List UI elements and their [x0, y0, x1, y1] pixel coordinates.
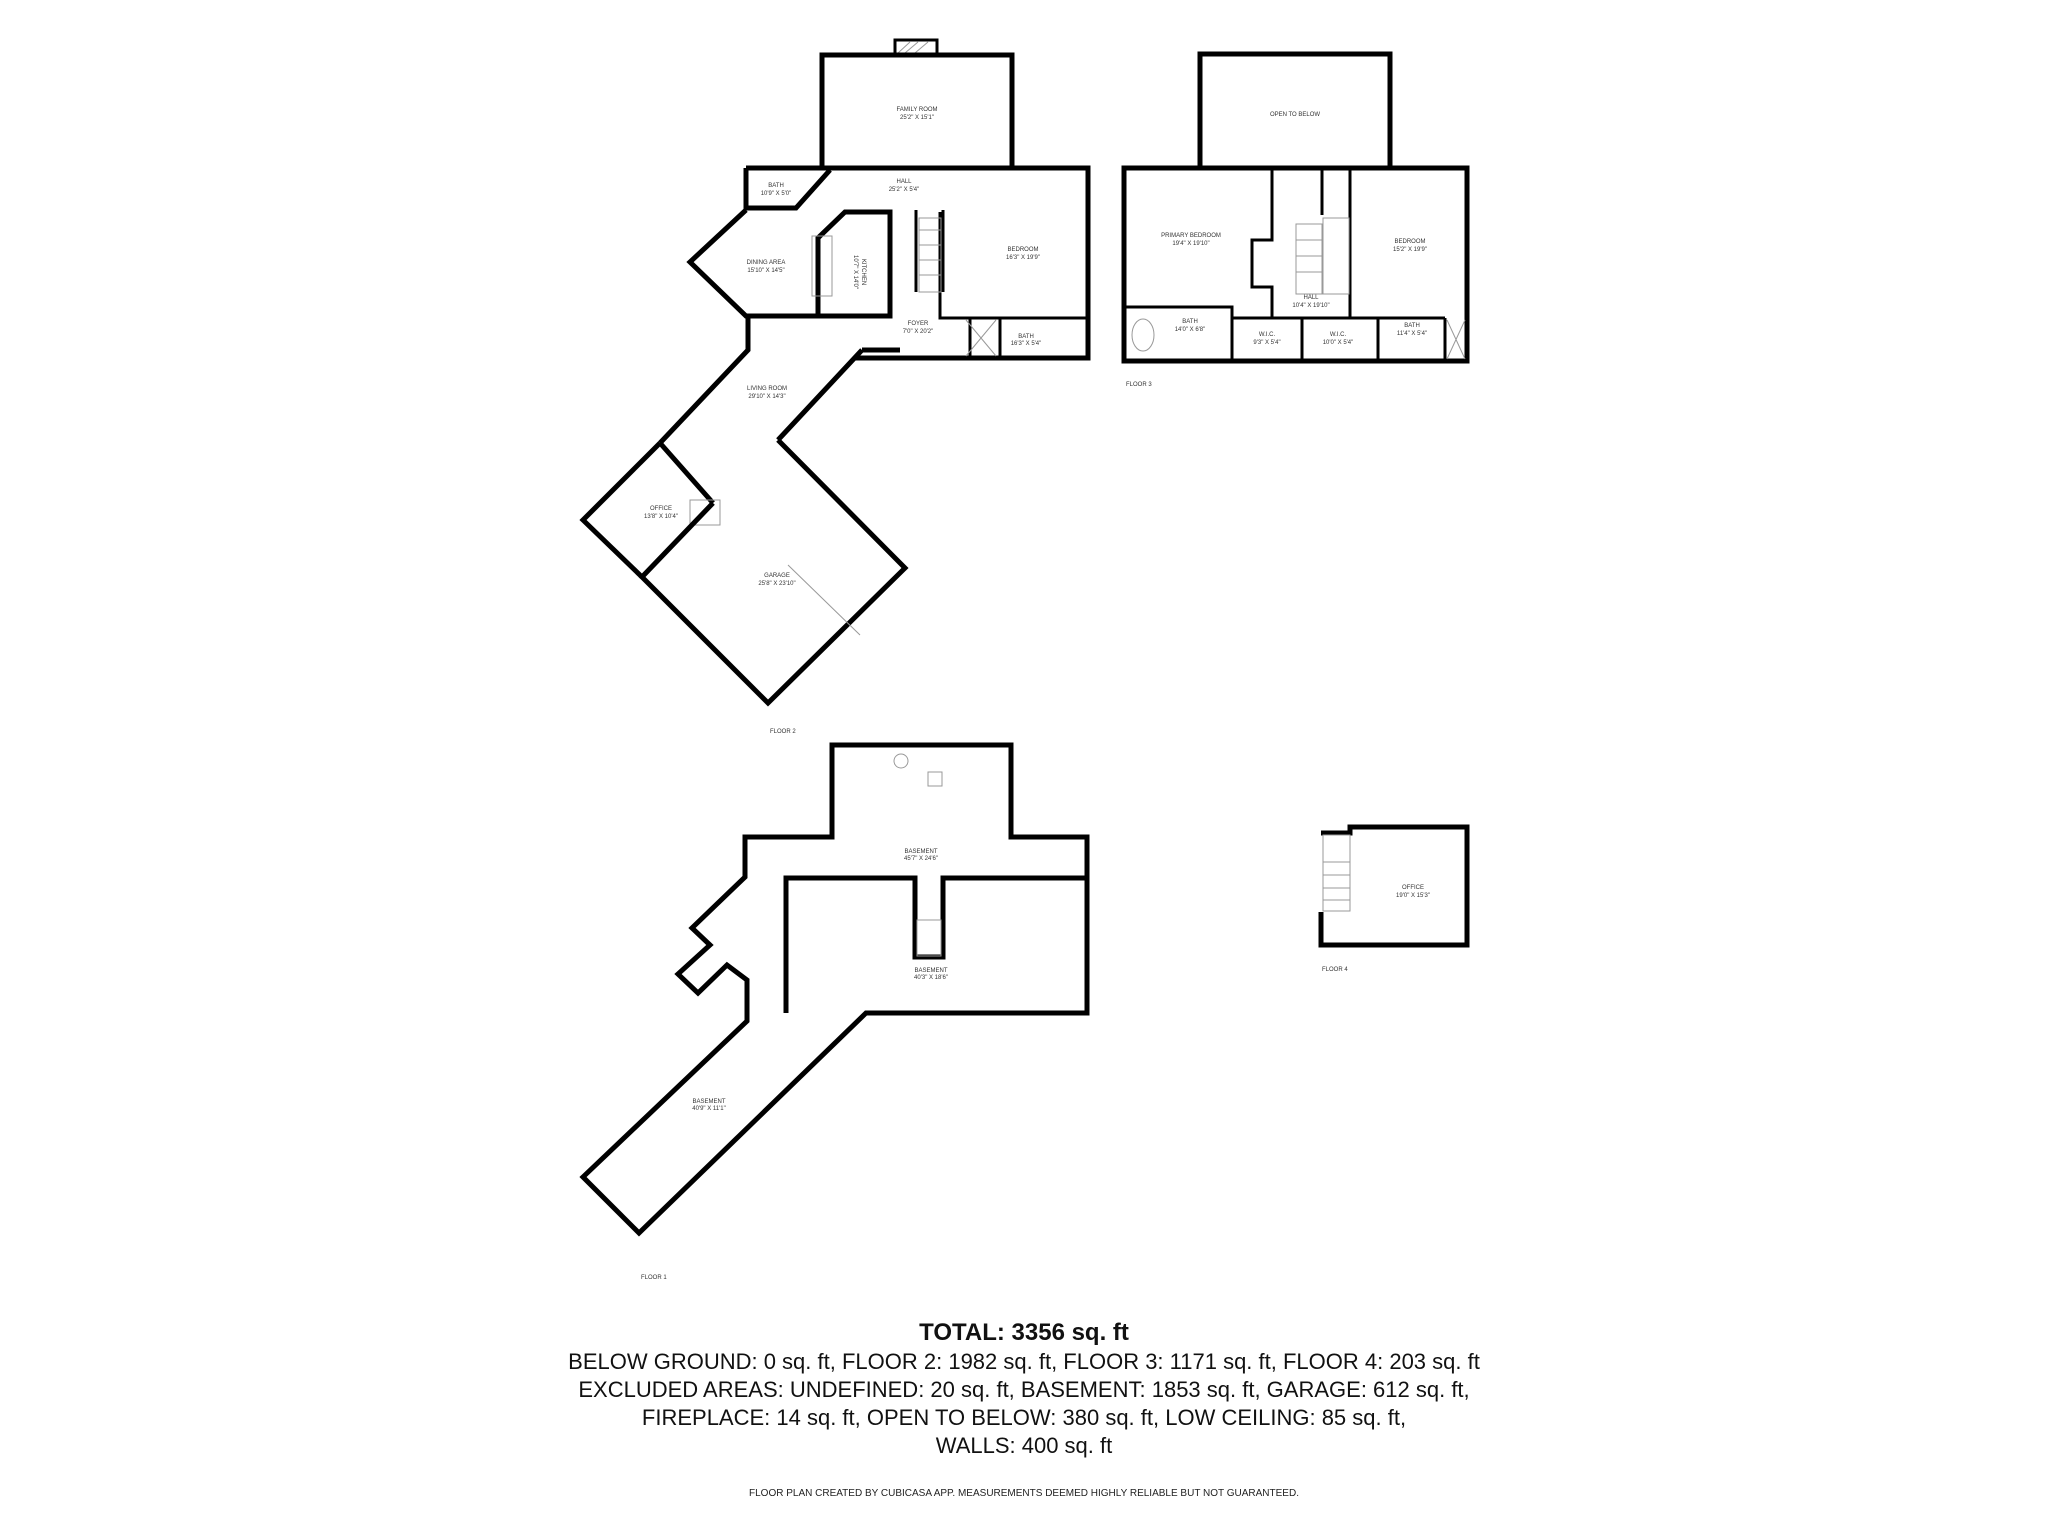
room-dims: 10'0" X 5'4"	[1323, 340, 1354, 346]
room-dims: 11'4" X 5'4"	[1397, 331, 1427, 337]
floor-4-plan	[1318, 824, 1470, 948]
floor-label: FLOOR 4	[1322, 967, 1348, 973]
room-label: BATH	[1404, 323, 1420, 329]
total-area: TOTAL: 3356 sq. ft	[919, 1319, 1129, 1346]
living-room-walls	[658, 316, 900, 445]
room-dims: 25'2" X 5'4"	[889, 187, 920, 193]
room-dims: 45'7" X 24'6"	[904, 856, 938, 862]
room-dims: 7'0" X 20'2"	[903, 329, 934, 335]
room-label: HALL	[896, 179, 912, 185]
room-dims: 19'4" X 19'10"	[1172, 241, 1209, 247]
room-label: OPEN TO BELOW	[1270, 112, 1320, 118]
room-dims: 19'0" X 15'3"	[1396, 893, 1430, 899]
room-dims: 10'4" X 19'10"	[1292, 303, 1329, 309]
area-line: WALLS: 400 sq. ft	[935, 1433, 1113, 1458]
room-dims: 16'3" X 19'9"	[1006, 255, 1040, 261]
room-dims: 14'0" X 6'8"	[1175, 327, 1206, 333]
room-dims: 13'8" X 10'4"	[644, 514, 678, 520]
room-label: GARAGE	[764, 573, 790, 579]
room-dims: 40'9" X 11'1"	[692, 1106, 725, 1112]
garage-walls	[638, 438, 909, 707]
room-label: BEDROOM	[1007, 247, 1038, 253]
floor-2-plan	[579, 38, 1091, 707]
room-label: BATH	[1182, 319, 1198, 325]
room-label: FAMILY ROOM	[896, 107, 937, 113]
room-dims: 9'3" X 5'4"	[1253, 340, 1280, 346]
room-label: BASEMENT	[914, 968, 947, 974]
room-label: BASEMENT	[904, 849, 937, 855]
room-label: BATH	[1018, 334, 1034, 340]
room-label: OFFICE	[650, 506, 672, 512]
area-line: EXCLUDED AREAS: UNDEFINED: 20 sq. ft, BA…	[578, 1377, 1470, 1402]
room-label: BASEMENT	[692, 1099, 725, 1105]
room-label: W.I.C.	[1259, 332, 1276, 338]
floor-label: FLOOR 3	[1126, 382, 1152, 388]
room-dims: 16'3" X 5'4"	[1011, 341, 1042, 347]
room-dims: 15'2" X 19'9"	[1393, 247, 1427, 253]
room-label: LIVING ROOM	[747, 386, 787, 392]
room-dims: 25'8" X 23'10"	[758, 581, 795, 587]
room-label: PRIMARY BEDROOM	[1161, 233, 1221, 239]
room-label: HALL	[1303, 295, 1319, 301]
room-dims: 10'7" X 14'0"	[852, 255, 858, 289]
room-dims: 15'10" X 14'5"	[747, 268, 784, 274]
room-label: BATH	[768, 183, 784, 189]
room-dims: 40'3" X 18'6"	[914, 975, 948, 981]
room-label: DINING AREA	[747, 260, 786, 266]
room-label: KITCHEN	[860, 259, 866, 285]
room-label: W.I.C.	[1330, 332, 1347, 338]
area-line: BELOW GROUND: 0 sq. ft, FLOOR 2: 1982 sq…	[568, 1349, 1480, 1374]
room-dims: 10'9" X 5'0"	[761, 191, 792, 197]
floor-label: FLOOR 1	[641, 1275, 667, 1281]
floor-1-plan	[579, 742, 1090, 1237]
room-label: OFFICE	[1402, 885, 1424, 891]
area-summary: TOTAL: 3356 sq. ft BELOW GROUND: 0 sq. f…	[0, 1318, 2048, 1460]
floor-label: FLOOR 2	[770, 729, 796, 735]
area-line: FIREPLACE: 14 sq. ft, OPEN TO BELOW: 380…	[641, 1405, 1407, 1430]
room-label: BEDROOM	[1394, 239, 1425, 245]
room-dims: 25'2" X 15'1"	[900, 115, 934, 121]
floor-3-plan	[1121, 51, 1470, 364]
room-label: FOYER	[908, 321, 929, 327]
room-dims: 29'10" X 14'3"	[748, 394, 785, 400]
disclaimer-footer: FLOOR PLAN CREATED BY CUBICASA APP. MEAS…	[749, 1488, 1299, 1499]
office-walls	[579, 441, 715, 579]
